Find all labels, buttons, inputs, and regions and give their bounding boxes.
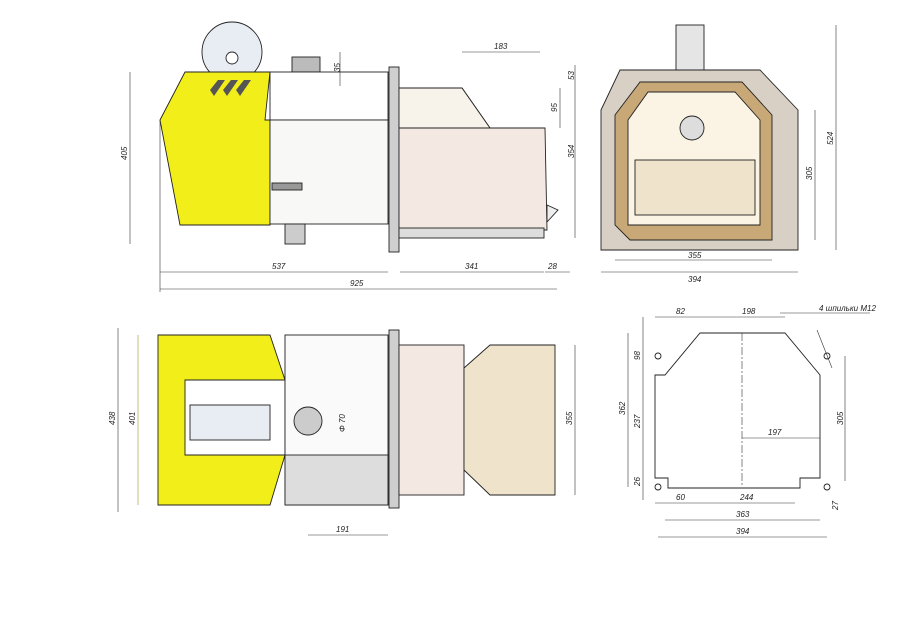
- dim-925: 925: [350, 279, 364, 288]
- dim-237: 237: [633, 414, 642, 429]
- dim-183: 183: [494, 42, 508, 51]
- dim-401: 401: [128, 412, 137, 425]
- grate: [634, 159, 756, 216]
- dim-244: 244: [739, 493, 754, 502]
- dim-524: 524: [826, 131, 835, 145]
- dim-341: 341: [465, 262, 478, 271]
- dim-405: 405: [120, 146, 129, 160]
- dim-305-flange: 305: [836, 411, 845, 425]
- feed-pipe: [291, 56, 321, 73]
- dim-362: 362: [618, 401, 627, 415]
- dim-82: 82: [676, 307, 685, 316]
- dim-354: 354: [567, 144, 576, 158]
- flange-view: 82 198 4 шпильки М12 197 60 244 363 394 …: [618, 304, 876, 538]
- dim-305: 305: [805, 166, 814, 180]
- dim-355-top: 355: [565, 411, 574, 425]
- dim-95: 95: [550, 103, 559, 112]
- note-studs-m12: 4 шпильки М12: [819, 304, 876, 313]
- side-view: 537 341 28 925 183 405 35 53 95 354: [120, 21, 576, 292]
- dim-355: 355: [688, 251, 702, 260]
- dim-phi70: Φ 70: [338, 414, 347, 432]
- dim-363: 363: [736, 510, 750, 519]
- dim-35: 35: [333, 63, 342, 72]
- dim-198: 198: [742, 307, 756, 316]
- dim-27: 27: [831, 501, 840, 511]
- dim-53: 53: [567, 71, 576, 80]
- mounting-flange: [388, 66, 400, 253]
- front-view: 355 394 524 305: [600, 24, 837, 284]
- dim-438: 438: [108, 411, 117, 425]
- top-view: 438 401 Φ 70 355 191: [108, 328, 576, 536]
- dim-394-flange: 394: [736, 527, 750, 536]
- flange-outline: [654, 332, 821, 489]
- dim-197: 197: [768, 428, 782, 437]
- burner-body: [269, 119, 389, 225]
- dim-28: 28: [547, 262, 557, 271]
- dim-60: 60: [676, 493, 685, 502]
- dim-394: 394: [688, 275, 702, 284]
- dim-191: 191: [336, 525, 349, 534]
- yellow-housing: [159, 71, 271, 226]
- dim-26: 26: [633, 477, 642, 487]
- dim-537: 537: [272, 262, 286, 271]
- dim-98: 98: [633, 351, 642, 360]
